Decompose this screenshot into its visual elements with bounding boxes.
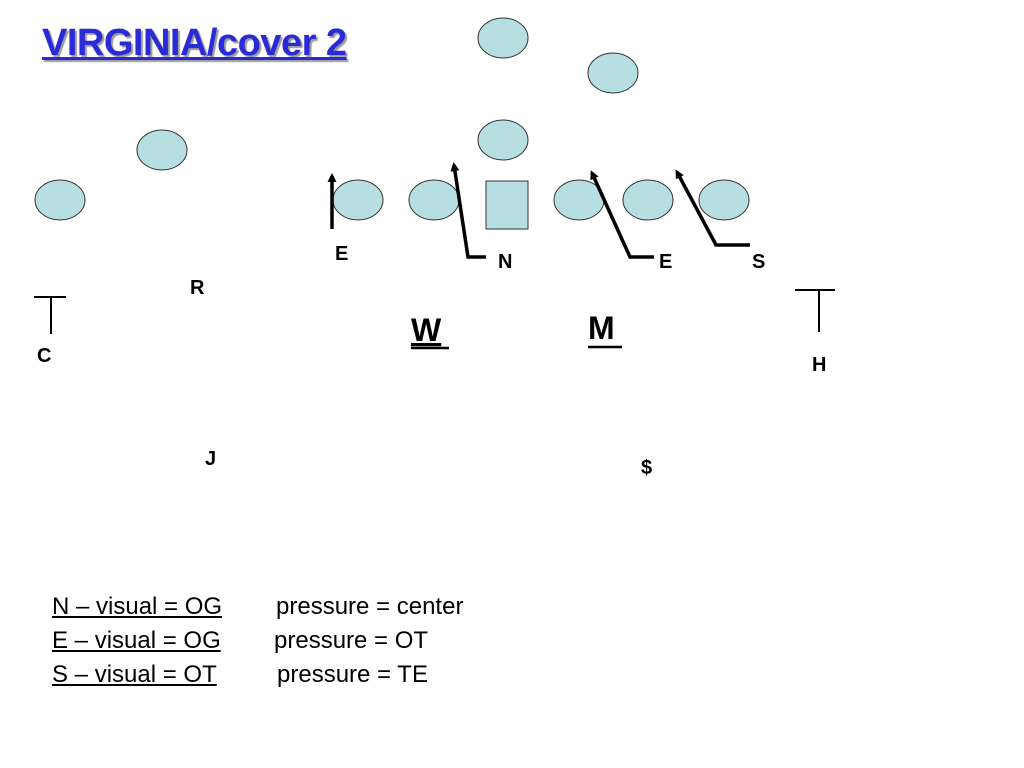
label-n: N — [498, 251, 512, 273]
label-e-right: E — [659, 251, 672, 273]
offense-player-split-end — [34, 179, 86, 221]
offense-center-square — [485, 180, 529, 230]
label-s: S — [752, 251, 765, 273]
corner-right-t-symbol — [795, 289, 835, 332]
legend-visual-n: N – visual = OG — [52, 593, 223, 620]
offense-player-tackle-right — [622, 179, 674, 221]
label-e-left: E — [335, 243, 348, 265]
label-h: H — [812, 354, 826, 376]
route-s — [675, 169, 750, 247]
label-w: W — [411, 312, 442, 348]
label-m: M — [588, 310, 615, 346]
legend-pressure-s: pressure = TE — [277, 661, 428, 688]
legend-visual-s: S – visual = OT — [52, 661, 217, 688]
offense-player-receiver-2 — [587, 52, 639, 94]
legend-visual-e: E – visual = OG — [52, 627, 221, 654]
offense-player-receiver-1 — [477, 17, 529, 59]
offense-player-tight-end — [698, 179, 750, 221]
corner-left-t-symbol — [34, 296, 66, 334]
label-r: R — [190, 277, 205, 299]
label-c: C — [37, 345, 51, 367]
route-n — [450, 162, 486, 259]
route-e-right — [590, 170, 654, 259]
slide-title: VIRGINIA/cover 2 — [42, 22, 347, 64]
label-dollar: $ — [641, 457, 652, 479]
offense-player-tackle-left — [332, 179, 384, 221]
offense-player-wing — [136, 129, 188, 171]
legend-pressure-e: pressure = OT — [274, 627, 429, 654]
label-j: J — [205, 448, 216, 470]
offense-player-guard-left — [408, 179, 460, 221]
legend-pressure-n: pressure = center — [276, 593, 464, 620]
offense-player-back — [477, 119, 529, 161]
